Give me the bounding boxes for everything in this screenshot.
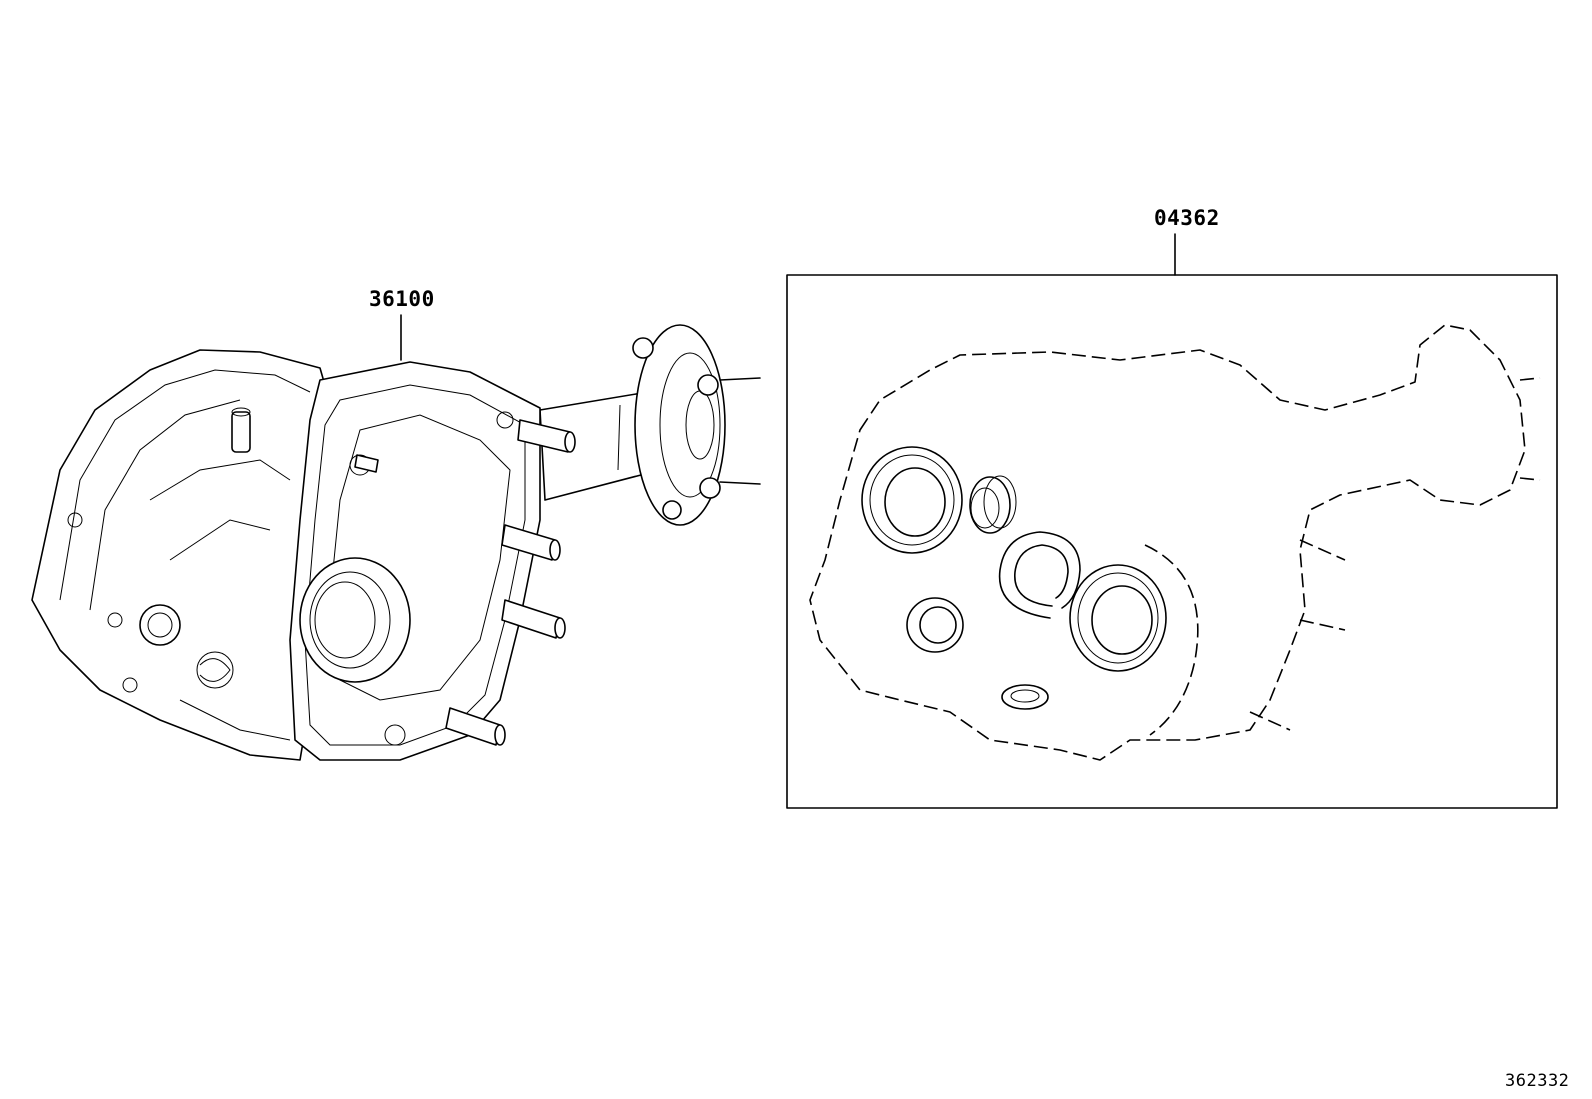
kit-frame <box>786 274 1558 809</box>
differential-carrier-assembly[interactable] <box>31 314 761 761</box>
callout-36100[interactable]: 36100 <box>369 287 435 311</box>
overhaul-gasket-kit[interactable] <box>786 233 1558 809</box>
callout-04362[interactable]: 04362 <box>1154 206 1220 230</box>
illustration-id: 362332 <box>1505 1071 1570 1091</box>
